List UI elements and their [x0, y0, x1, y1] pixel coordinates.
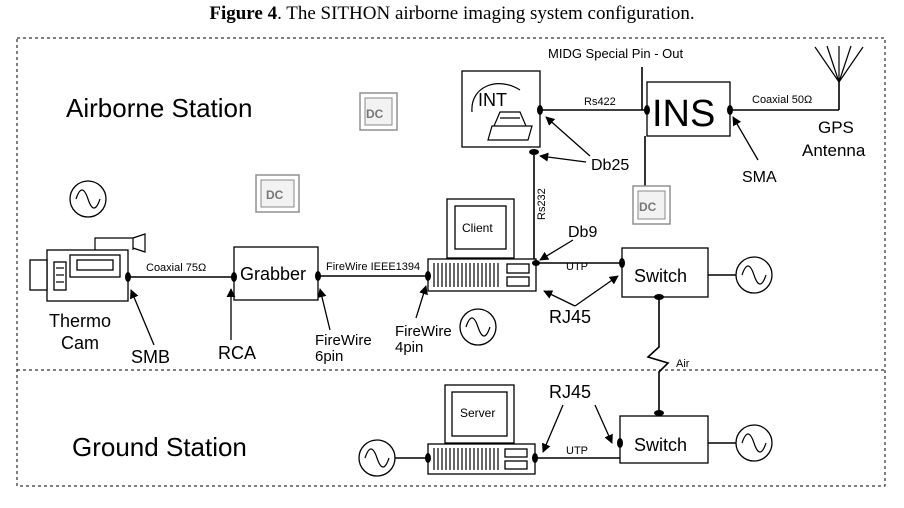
rs422-label: Rs422	[584, 96, 616, 108]
sma-label: SMA	[742, 169, 777, 186]
utp-air-label: UTP	[566, 261, 588, 273]
client-label: Client	[462, 221, 493, 235]
utp-ground-label: UTP	[566, 445, 588, 457]
ac-power-switch-ground-icon	[735, 424, 773, 462]
coaxial-50-label: Coaxial 50Ω	[752, 94, 812, 106]
rs232-label: Rs232	[536, 188, 548, 220]
ac-power-server-icon	[358, 439, 396, 477]
air-computer	[427, 258, 537, 292]
midg-pin-label: MIDG Special Pin - Out	[548, 46, 683, 61]
rj45-air-label: RJ45	[549, 307, 591, 327]
grabber-box	[233, 246, 319, 301]
thermo-camera	[29, 233, 146, 302]
firewire-4pin-label-line2: 4pin	[395, 339, 423, 356]
svg-text:DC: DC	[366, 107, 384, 121]
ins-box	[646, 81, 731, 137]
switch-air-box	[621, 247, 709, 298]
connector-dots	[125, 105, 733, 463]
rca-label: RCA	[218, 343, 256, 363]
rj45-ground-label: RJ45	[549, 382, 591, 402]
gps-label-line2: Antenna	[802, 141, 866, 160]
figure-caption: Figure 4. The SITHON airborne imaging sy…	[0, 3, 904, 25]
airborne-station-title: Airborne Station	[66, 93, 252, 123]
client-monitor: Client	[446, 198, 515, 259]
server-label: Server	[460, 406, 495, 420]
dc-power-int: DC	[359, 92, 398, 131]
firewire-4pin-label-line1: FireWire	[395, 323, 452, 340]
grabber-label: Grabber	[240, 264, 306, 284]
air-wireless-link	[646, 297, 670, 413]
thermo-cam-label-line1: Thermo	[49, 311, 111, 331]
thermo-cam-label-line2: Cam	[61, 333, 99, 353]
firewire-6pin-label-line2: 6pin	[315, 348, 343, 365]
firewire-6pin-label-line1: FireWire	[315, 332, 372, 349]
callout-arrows	[129, 116, 759, 453]
gps-label-line1: GPS	[818, 118, 854, 137]
switch-air-label: Switch	[634, 266, 687, 286]
coaxial-75-label: Coaxial 75Ω	[146, 262, 206, 274]
gps-antenna-icon	[814, 45, 864, 83]
int-cable-icon	[471, 83, 521, 113]
svg-text:DC: DC	[266, 188, 284, 202]
db25-label: Db25	[591, 157, 629, 174]
int-usb-plug-icon	[487, 111, 533, 141]
air-link-label: Air	[676, 358, 690, 370]
dc-power-grabber: DC	[255, 174, 300, 213]
diagram-frame	[16, 37, 886, 487]
ac-power-switch-air-icon	[735, 256, 773, 294]
ground-station-title: Ground Station	[72, 432, 247, 462]
svg-text:DC: DC	[639, 200, 657, 214]
firewire-ieee-label: FireWire IEEE1394	[326, 261, 420, 273]
ground-computer	[427, 443, 536, 475]
figure-number: Figure 4	[209, 3, 278, 24]
smb-label: SMB	[131, 347, 170, 367]
server-monitor: Server	[444, 384, 515, 444]
ins-label: INS	[652, 93, 715, 135]
db9-label: Db9	[568, 224, 597, 241]
dc-power-ins: DC	[632, 185, 671, 225]
int-label: INT	[478, 90, 507, 110]
switch-ground-box	[619, 415, 709, 464]
ac-power-air-computer-icon	[459, 308, 497, 346]
figure-caption-text: . The SITHON airborne imaging system con…	[277, 3, 695, 24]
ac-power-camera-icon	[69, 180, 107, 218]
switch-ground-label: Switch	[634, 435, 687, 455]
